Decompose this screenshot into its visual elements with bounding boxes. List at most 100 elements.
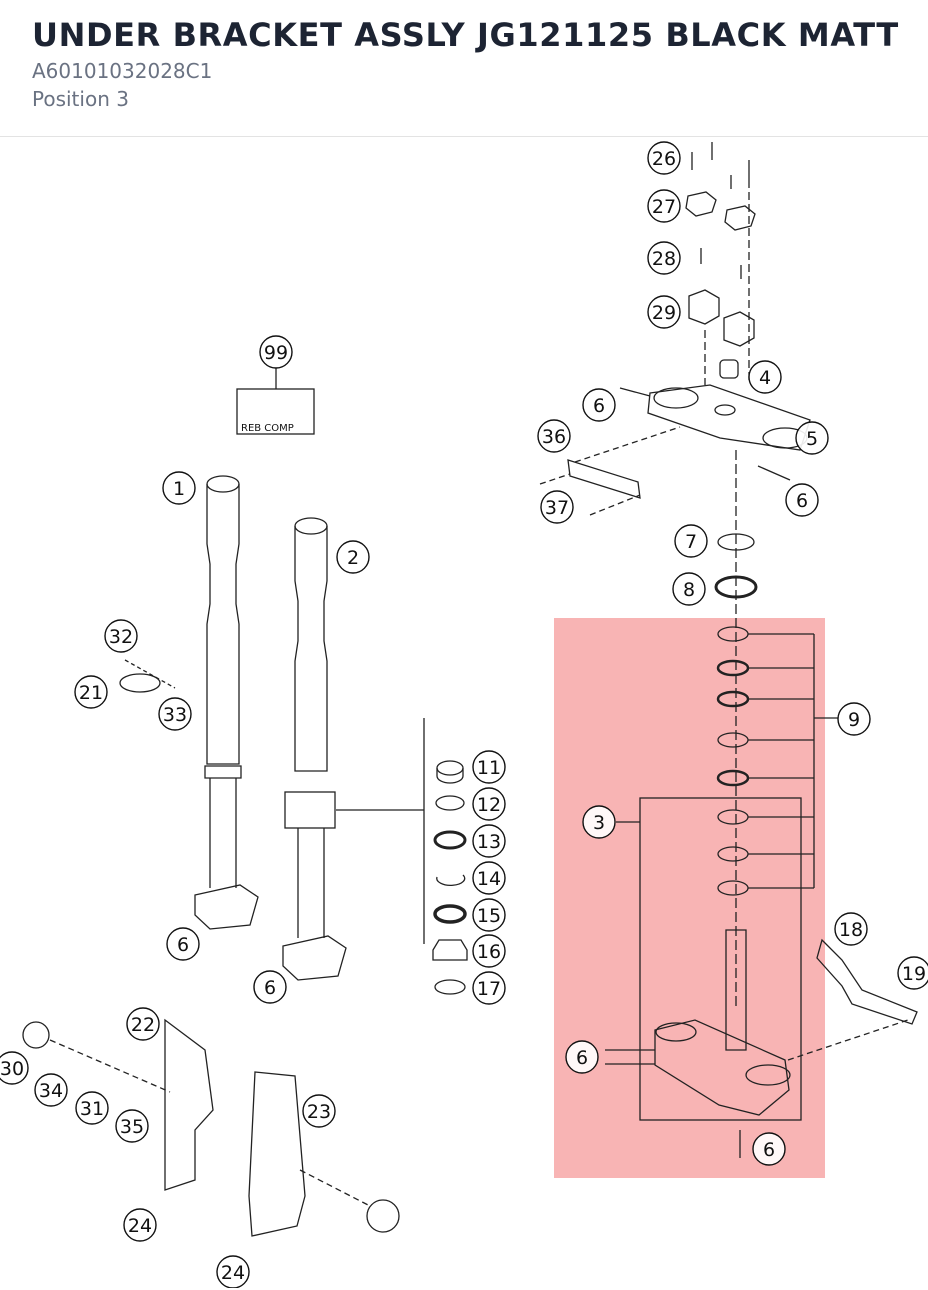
callout-number: 6 (177, 934, 189, 956)
callout-circle (472, 971, 506, 1005)
callout-number: 6 (576, 1047, 588, 1069)
seal-kit-parts (432, 760, 468, 995)
callout-number: 11 (477, 757, 501, 779)
callout-circle (472, 824, 506, 858)
callout-circle (672, 572, 706, 606)
callout-c11[interactable]: 11 (472, 750, 506, 784)
callout-c13[interactable]: 13 (472, 824, 506, 858)
callout-c4[interactable]: 4 (748, 360, 782, 394)
callout-c6f[interactable]: 6 (752, 1132, 786, 1166)
callout-number: 30 (0, 1058, 24, 1080)
callout-c2[interactable]: 2 (336, 540, 370, 574)
lower-triple-clamp[interactable] (605, 929, 909, 1158)
kit-label: REB COMP (241, 423, 294, 434)
callout-number: 35 (120, 1116, 144, 1138)
callout-c29[interactable]: 29 (647, 295, 681, 329)
callout-c1[interactable]: 1 (162, 471, 196, 505)
callout-c5[interactable]: 5 (795, 421, 829, 455)
callout-circle (336, 540, 370, 574)
callout-circle (0, 1051, 29, 1085)
callout-c19[interactable]: 19 (897, 956, 928, 990)
callout-number: 34 (39, 1080, 63, 1102)
callout-c35[interactable]: 35 (115, 1109, 149, 1143)
callout-number: 6 (763, 1139, 775, 1161)
callout-number: 16 (477, 941, 501, 963)
brake-hose-guide (816, 938, 918, 1025)
callout-number: 6 (796, 490, 808, 512)
callout-c16[interactable]: 16 (472, 934, 506, 968)
callout-c6c[interactable]: 6 (166, 927, 200, 961)
callout-c26[interactable]: 26 (647, 141, 681, 175)
part-number: A60101032028C1 (32, 59, 213, 83)
callout-c32[interactable]: 32 (104, 619, 138, 653)
callout-number: 2 (347, 547, 359, 569)
callout-circle (472, 861, 506, 895)
callout-c30[interactable]: 30 (0, 1051, 29, 1085)
callout-c9[interactable]: 9 (837, 702, 871, 736)
callout-number: 12 (477, 794, 501, 816)
callout-number: 31 (80, 1098, 104, 1120)
page-header: UNDER BRACKET ASSLY JG121125 BLACK MATT … (0, 0, 928, 137)
callout-c99[interactable]: 99 (259, 335, 293, 369)
callout-c22[interactable]: 22 (126, 1007, 160, 1041)
clamp-ring (119, 673, 161, 693)
callout-c31[interactable]: 31 (75, 1091, 109, 1125)
callout-c17[interactable]: 17 (472, 971, 506, 1005)
callout-circle (104, 619, 138, 653)
callout-circle (748, 360, 782, 394)
callout-c18[interactable]: 18 (834, 912, 868, 946)
callout-c3[interactable]: 3 (582, 805, 616, 839)
callout-circle (253, 970, 287, 1004)
callout-number: 18 (839, 919, 863, 941)
callout-c21[interactable]: 21 (74, 675, 108, 709)
callout-c34[interactable]: 34 (34, 1073, 68, 1107)
callout-c28[interactable]: 28 (647, 241, 681, 275)
callout-circle (897, 956, 928, 990)
callout-circle (472, 787, 506, 821)
callout-c6e[interactable]: 6 (565, 1040, 599, 1074)
callout-number: 21 (79, 682, 103, 704)
callout-c36[interactable]: 36 (537, 419, 571, 453)
callout-number: 28 (652, 248, 676, 270)
callout-c27[interactable]: 27 (647, 189, 681, 223)
callout-c12[interactable]: 12 (472, 787, 506, 821)
callout-number: 14 (477, 868, 501, 890)
callout-circle (75, 1091, 109, 1125)
callout-c6a[interactable]: 6 (582, 388, 616, 422)
callout-circle (582, 388, 616, 422)
callout-c8[interactable]: 8 (672, 572, 706, 606)
callout-c24a[interactable]: 24 (123, 1208, 157, 1242)
callout-circle (837, 702, 871, 736)
callout-c6b[interactable]: 6 (785, 483, 819, 517)
callout-circle (162, 471, 196, 505)
callout-circle (74, 675, 108, 709)
callout-number: 36 (542, 426, 566, 448)
callout-number: 24 (128, 1215, 152, 1237)
callout-c14[interactable]: 14 (472, 861, 506, 895)
callout-c37[interactable]: 37 (540, 490, 574, 524)
handlebar-clamp-parts (685, 142, 756, 385)
callout-circle (472, 898, 506, 932)
callout-circle (158, 697, 192, 731)
callout-c15[interactable]: 15 (472, 898, 506, 932)
callout-number: 6 (264, 977, 276, 999)
highlight-region[interactable] (554, 618, 825, 1178)
callout-circle (647, 295, 681, 329)
callout-circle (123, 1208, 157, 1242)
callout-circle (216, 1255, 250, 1288)
callout-c33[interactable]: 33 (158, 697, 192, 731)
callout-c6d[interactable]: 6 (253, 970, 287, 1004)
callout-c7[interactable]: 7 (674, 524, 708, 558)
part-position: Position 3 (32, 87, 129, 111)
callout-circle (540, 490, 574, 524)
callout-number: 3 (593, 812, 605, 834)
callout-circle (647, 189, 681, 223)
callout-circle (647, 141, 681, 175)
callout-number: 24 (221, 1262, 245, 1284)
callout-c23[interactable]: 23 (302, 1094, 336, 1128)
callout-c24b[interactable]: 24 (216, 1255, 250, 1288)
callout-circle (674, 524, 708, 558)
callout-number: 8 (683, 579, 695, 601)
callout-number: 37 (545, 497, 569, 519)
